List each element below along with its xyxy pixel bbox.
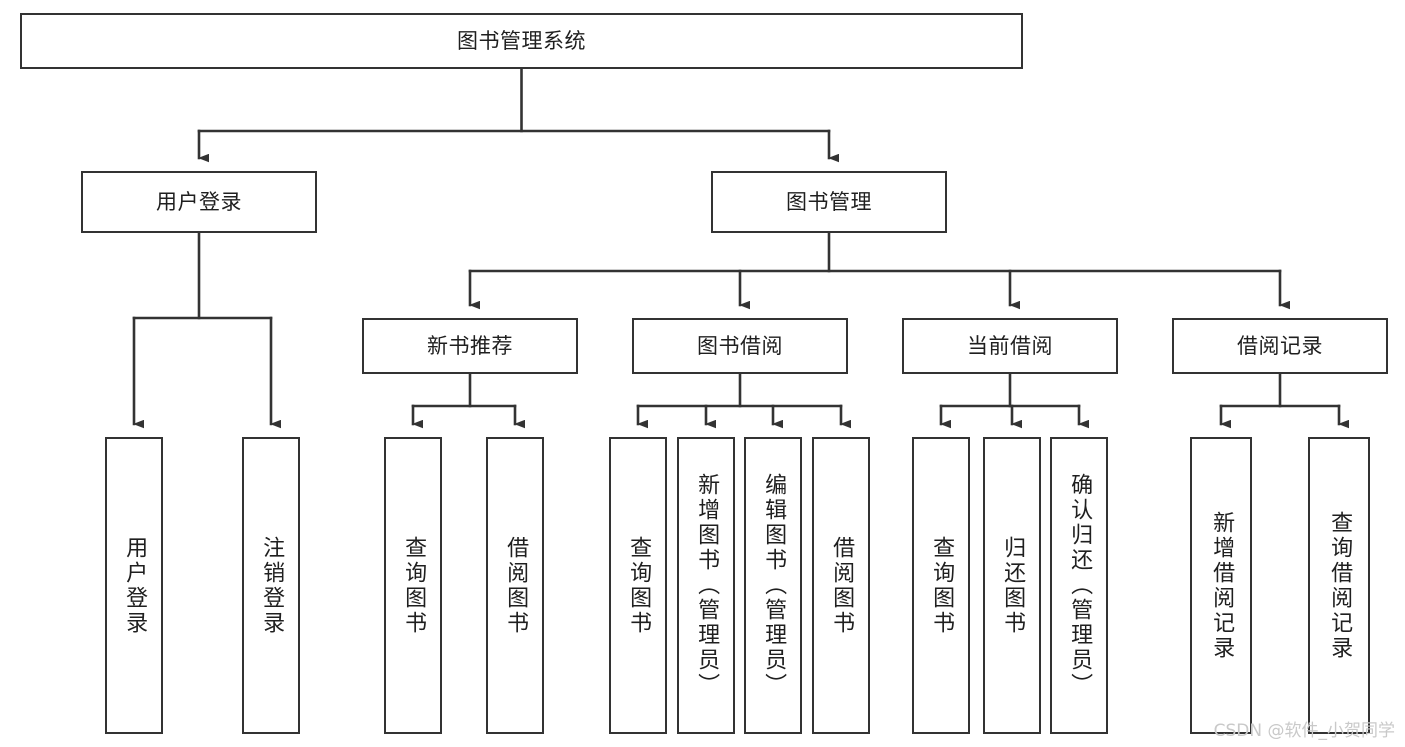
node-leaf-add-borrow-record[interactable]: 新增借阅记录: [1190, 437, 1252, 734]
node-leaf-confirm-return-admin[interactable]: 确认归还（管理员）: [1050, 437, 1108, 734]
node-leaf-query-book-1-label: 查询图书: [401, 535, 427, 636]
node-leaf-edit-book-admin[interactable]: 编辑图书（管理员）: [744, 437, 802, 734]
node-leaf-logout-login[interactable]: 注销登录: [242, 437, 300, 734]
node-leaf-confirm-return-admin-label: 确认归还（管理员）: [1067, 473, 1093, 698]
node-leaf-add-book-admin-label: 新增图书（管理员）: [694, 473, 720, 698]
node-root[interactable]: 图书管理系统: [20, 13, 1023, 69]
node-leaf-borrow-book-1[interactable]: 借阅图书: [486, 437, 544, 734]
node-leaf-return-book-label: 归还图书: [1000, 535, 1026, 636]
node-book-borrow-label: 图书借阅: [697, 333, 783, 358]
node-leaf-borrow-book-2[interactable]: 借阅图书: [812, 437, 870, 734]
node-leaf-query-borrow-record-label: 查询借阅记录: [1327, 510, 1353, 661]
node-root-label: 图书管理系统: [457, 28, 586, 53]
node-new-book-recommend-label: 新书推荐: [427, 333, 513, 358]
node-borrow-record-label: 借阅记录: [1237, 333, 1323, 358]
node-user-login-label: 用户登录: [156, 189, 242, 214]
node-leaf-query-book-3[interactable]: 查询图书: [912, 437, 970, 734]
node-leaf-query-book-1[interactable]: 查询图书: [384, 437, 442, 734]
node-leaf-query-borrow-record[interactable]: 查询借阅记录: [1308, 437, 1370, 734]
node-leaf-logout-login-label: 注销登录: [259, 535, 285, 636]
csdn-watermark: CSDN @软件_小贺同学: [1213, 721, 1395, 741]
node-leaf-borrow-book-2-label: 借阅图书: [829, 535, 855, 636]
node-borrow-record[interactable]: 借阅记录: [1172, 318, 1388, 374]
node-new-book-recommend[interactable]: 新书推荐: [362, 318, 578, 374]
node-leaf-edit-book-admin-label: 编辑图书（管理员）: [761, 473, 787, 698]
node-leaf-user-login[interactable]: 用户登录: [105, 437, 163, 734]
node-book-management-label: 图书管理: [786, 189, 872, 214]
node-leaf-query-book-3-label: 查询图书: [929, 535, 955, 636]
node-leaf-query-book-2-label: 查询图书: [626, 535, 652, 636]
node-leaf-borrow-book-1-label: 借阅图书: [503, 535, 529, 636]
node-book-borrow[interactable]: 图书借阅: [632, 318, 848, 374]
node-user-login[interactable]: 用户登录: [81, 171, 317, 233]
node-book-management[interactable]: 图书管理: [711, 171, 947, 233]
node-current-borrow-label: 当前借阅: [967, 333, 1053, 358]
node-leaf-query-book-2[interactable]: 查询图书: [609, 437, 667, 734]
node-current-borrow[interactable]: 当前借阅: [902, 318, 1118, 374]
node-leaf-user-login-label: 用户登录: [122, 535, 148, 636]
node-leaf-add-book-admin[interactable]: 新增图书（管理员）: [677, 437, 735, 734]
node-leaf-add-borrow-record-label: 新增借阅记录: [1209, 510, 1235, 661]
node-leaf-return-book[interactable]: 归还图书: [983, 437, 1041, 734]
